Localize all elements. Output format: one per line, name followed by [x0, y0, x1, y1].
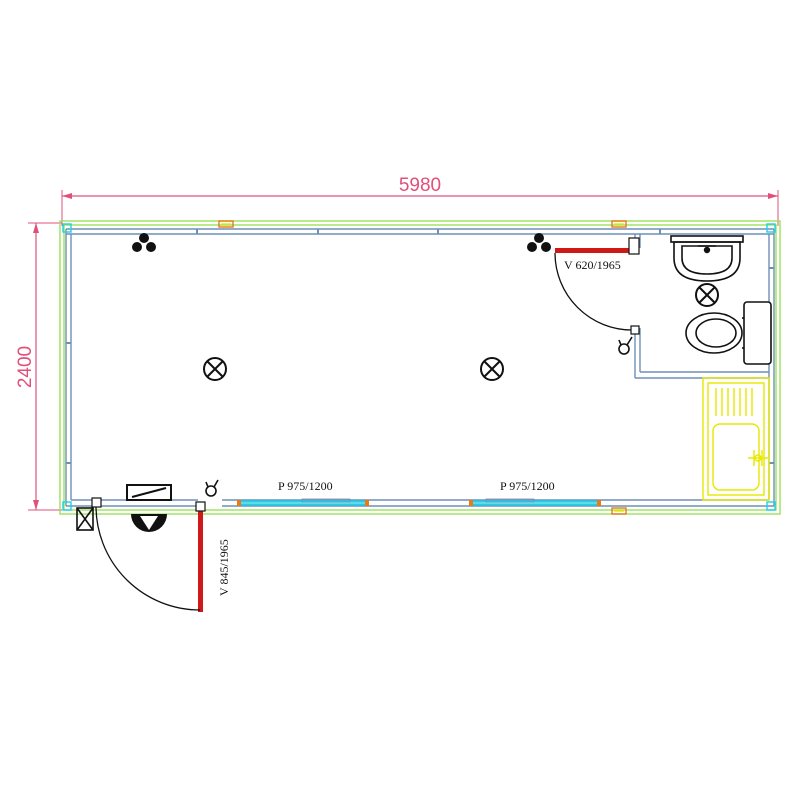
wall-ticks [66, 229, 774, 464]
washbasin-icon [670, 235, 744, 282]
entry-door: V 845/1965 [91, 497, 231, 612]
corner-posts [62, 223, 776, 511]
top-frame-markers [218, 220, 627, 228]
bottom-frame-markers [611, 507, 627, 515]
entry-door-label: V 845/1965 [217, 539, 231, 596]
ceiling-light-cross-icon [203, 357, 227, 381]
kitchen-sink-icon [702, 377, 770, 501]
outer-frame [59, 220, 781, 515]
toilet-icon [685, 301, 772, 365]
window-1: P 975/1200 [237, 479, 369, 507]
walls [65, 228, 775, 507]
wall-socket-icon [527, 233, 551, 252]
wc-door: V 620/1965 [554, 237, 640, 335]
window-1-label: P 975/1200 [278, 479, 333, 493]
dimension-width: 2400 [15, 222, 62, 511]
distribution-box-icon [131, 514, 167, 532]
meter-box-icon [76, 507, 94, 531]
wc-door-label: V 620/1965 [564, 258, 621, 272]
dimension-length: 5980 [61, 175, 779, 226]
window-2: P 975/1200 [469, 479, 601, 507]
light-switch-icon [205, 479, 219, 497]
dimension-width-label: 2400 [15, 346, 36, 388]
ceiling-light-cross-icon [695, 283, 719, 307]
ceiling-light-cross-icon [480, 357, 504, 381]
light-switch-icon [618, 336, 633, 355]
wall-socket-icon [132, 233, 156, 252]
dimension-length-label: 5980 [399, 175, 441, 196]
window-2-label: P 975/1200 [500, 479, 555, 493]
electric-heater-icon [126, 484, 172, 501]
